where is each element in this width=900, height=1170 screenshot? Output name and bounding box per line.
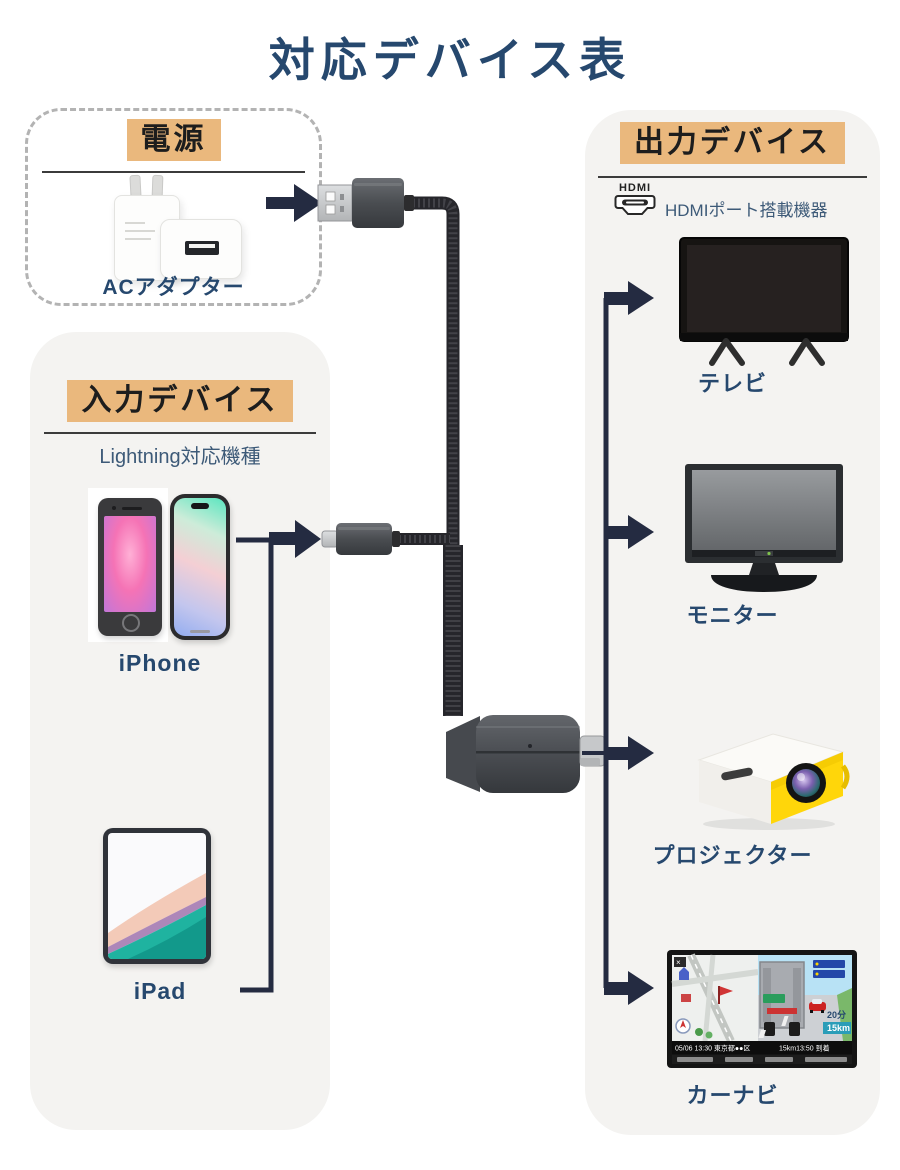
iphone-label: iPhone [118, 650, 202, 676]
hdmi-port-icon: HDMI [612, 183, 658, 217]
tv-illustration [679, 237, 849, 366]
input-divider [44, 432, 316, 434]
projector-label: プロジェクター [652, 843, 813, 868]
input-heading: 入力デバイス [67, 380, 293, 422]
svg-text:×: × [676, 958, 681, 967]
power-box: 電源 ACアダプター [25, 108, 322, 306]
output-divider [598, 176, 867, 178]
hdmi-note: HDMIポート搭載機器 [665, 201, 828, 220]
home-indicator [190, 630, 210, 633]
input-heading-row: 入力デバイス [30, 380, 330, 422]
iphone-old-illustration [98, 498, 162, 636]
home-button [122, 614, 140, 632]
carnav-label: カーナビ [686, 1083, 779, 1108]
lightning-connector [321, 523, 450, 555]
ipad-label: iPad [133, 978, 187, 1004]
output-heading-row: 出力デバイス [585, 122, 880, 164]
iphone-new-illustration [170, 494, 230, 640]
output-box: 出力デバイス HDMI HDMIポート搭載機器 テレビ [585, 110, 880, 1135]
power-divider [42, 171, 305, 173]
output-heading: 出力デバイス [619, 122, 846, 164]
carnav-illustration: × [667, 950, 857, 1068]
ac-adapter-front [160, 219, 242, 279]
ac-adapter-illustration [100, 174, 256, 281]
hdmi-connector-icon [614, 195, 656, 215]
ac-adapter-label: ACアダプター [102, 276, 245, 299]
hdmi-adapter [446, 715, 606, 793]
monitor-label: モニター [686, 603, 779, 628]
iphone-old-screen [104, 516, 156, 612]
page-title: 対応デバイス表 [268, 34, 632, 86]
carnav-distance-text: 15km [827, 1023, 850, 1033]
monitor-illustration [685, 464, 843, 592]
tv-label: テレビ [697, 371, 767, 396]
ipad-wallpaper-wave [108, 873, 206, 959]
hdmi-icon-text: HDMI [618, 182, 652, 194]
dynamic-island [191, 503, 209, 509]
carnav-eta-text: 20分 [827, 1009, 846, 1020]
usb-a-connector [317, 178, 463, 716]
carnav-status-right: 15km13:50 到着 [779, 1044, 830, 1053]
iphone-new-screen [174, 498, 226, 636]
projector-illustration [697, 733, 850, 830]
input-note: Lightning対応機種 [99, 446, 261, 468]
usb-a-port [185, 241, 219, 255]
carnav-status-left: 05/06 13:30 東京都●●区 [675, 1044, 750, 1053]
power-heading: 電源 [126, 119, 221, 161]
ipad-screen [108, 833, 206, 959]
power-heading-row: 電源 [28, 119, 319, 161]
input-box: 入力デバイス Lightning対応機種 iPhone [30, 332, 330, 1130]
ipad-illustration [103, 828, 211, 964]
